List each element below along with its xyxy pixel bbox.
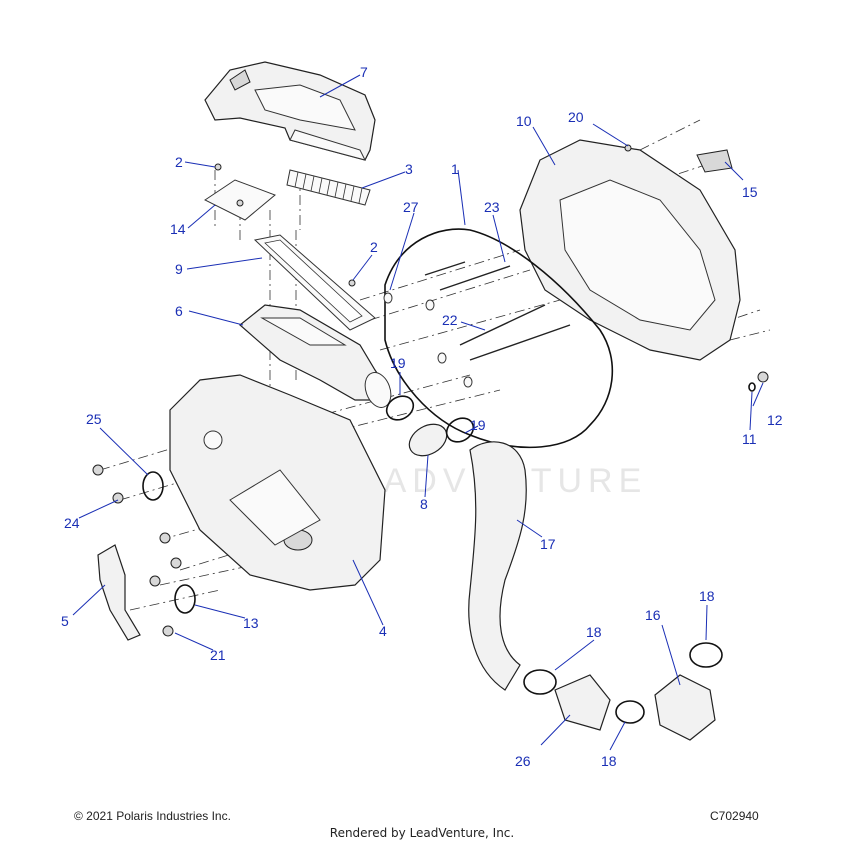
part-14-cover-plate [204, 179, 276, 221]
callout-24: 24 [64, 515, 80, 531]
callout-16: 16 [645, 607, 661, 623]
part-9-gasket [253, 234, 376, 331]
part-15-label [696, 149, 733, 173]
diagram-code: C702940 [710, 809, 759, 823]
callout-3: 3 [405, 161, 413, 177]
part-8-boot [408, 423, 448, 457]
callout-6: 6 [175, 303, 183, 319]
callout-26: 26 [515, 753, 531, 769]
o-rings [142, 371, 769, 614]
callout-23: 23 [484, 199, 500, 215]
callout-13: 13 [243, 615, 259, 631]
callout-5: 5 [61, 613, 69, 629]
parts-22-23-bolts [424, 261, 571, 361]
part-3-screen [286, 169, 371, 206]
callout-17: 17 [540, 536, 556, 552]
callout-21: 21 [210, 647, 226, 663]
part-10-outer-clutch-cover [519, 139, 741, 361]
rendered-by-text: Rendered by LeadVenture, Inc. [329, 826, 515, 840]
leader-lines [72, 74, 764, 751]
callout-7: 7 [360, 64, 368, 80]
callout-15: 15 [742, 184, 758, 200]
callout-18-bottom: 18 [601, 753, 617, 769]
callout-10: 10 [516, 113, 532, 129]
callout-18-right: 18 [699, 588, 715, 604]
hardware-bolts [92, 144, 632, 637]
copyright-text: © 2021 Polaris Industries Inc. [74, 809, 231, 823]
callout-4: 4 [379, 623, 387, 639]
part-6-inner-duct [239, 304, 392, 408]
part-17-duct-hose [468, 441, 527, 691]
callout-25: 25 [86, 411, 102, 427]
callout-8: 8 [420, 496, 428, 512]
callout-18-mid: 18 [586, 624, 602, 640]
callout-11: 11 [742, 431, 757, 447]
part-16-coupler [654, 674, 716, 741]
callout-labels: 7 2 3 1 27 10 20 15 14 2 9 6 23 22 19 19… [61, 64, 783, 769]
callout-14: 14 [170, 221, 186, 237]
callout-22: 22 [442, 312, 458, 328]
part-27-washers [383, 292, 473, 388]
callout-19-left: 19 [390, 355, 406, 371]
callout-2-mid: 2 [370, 239, 378, 255]
callout-9: 9 [175, 261, 183, 277]
callout-12: 12 [767, 412, 783, 428]
callout-27: 27 [403, 199, 419, 215]
callout-1: 1 [451, 161, 459, 177]
callout-19-right: 19 [470, 417, 486, 433]
part-5-bracket [97, 544, 141, 641]
part-18-clamps [523, 642, 723, 724]
part-19-clamps [385, 395, 475, 443]
callout-20: 20 [568, 109, 584, 125]
part-7-intake-duct [204, 61, 376, 161]
callout-2-top: 2 [175, 154, 183, 170]
part-4-inner-clutch-cover [169, 374, 386, 591]
